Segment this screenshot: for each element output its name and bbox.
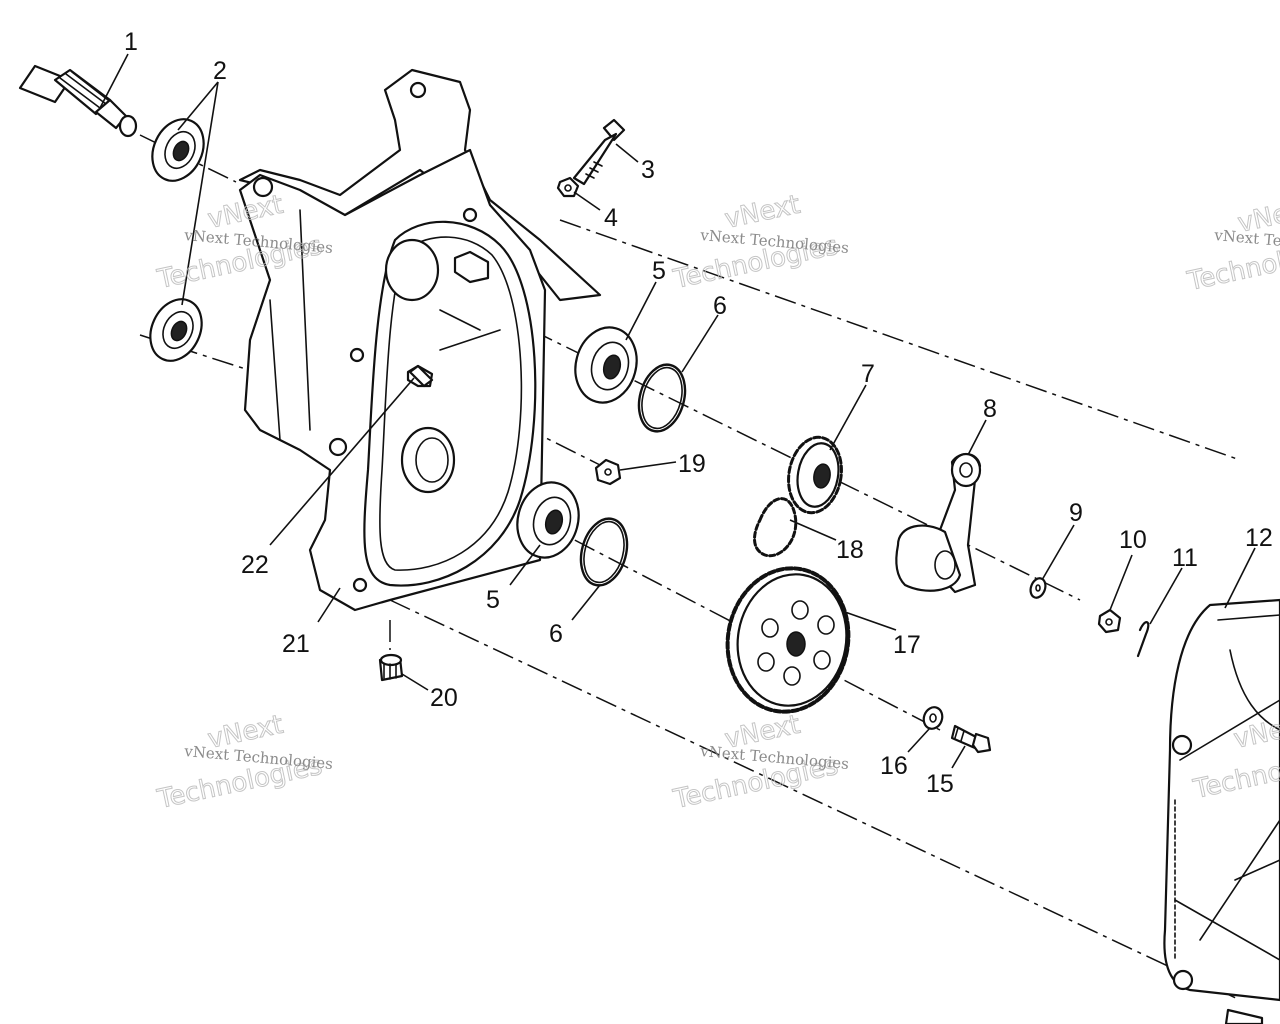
callout-8: 8 (983, 395, 997, 423)
part-3-bolt (572, 118, 626, 186)
callout-19: 19 (678, 450, 706, 478)
part-16-washer (922, 706, 944, 730)
callout-20: 20 (430, 684, 458, 712)
part-6-ring-upper (637, 363, 687, 433)
part-7-sprocket-small (787, 435, 843, 515)
part-12-cover (1163, 598, 1280, 1024)
watermark-bottom-center: vNext Technologies vNext Technologies (670, 709, 850, 815)
part-9-washer (1029, 577, 1047, 599)
callout-1: 1 (124, 28, 138, 56)
callout-2: 2 (213, 57, 227, 85)
callout-6-lower: 6 (549, 620, 563, 648)
callout-22: 22 (241, 551, 269, 579)
part-18-chain (753, 497, 798, 558)
part-11-pin (1136, 621, 1150, 658)
callout-15: 15 (926, 770, 954, 798)
callout-9: 9 (1069, 499, 1083, 527)
callout-17: 17 (893, 631, 921, 659)
part-5-bearing-lower (516, 481, 580, 559)
callout-3: 3 (641, 156, 655, 184)
watermark-top-right: vNext Technologies vNext Technologies (1184, 193, 1280, 297)
callout-5: 5 (652, 257, 666, 285)
part-19-nut (594, 458, 622, 486)
part-15-bolt (950, 724, 992, 754)
part-2-seal-lower (149, 298, 203, 362)
part-21-chaincase-housing (238, 68, 602, 612)
callout-5-lower: 5 (486, 586, 500, 614)
callout-12: 12 (1245, 524, 1273, 552)
callout-6: 6 (713, 292, 727, 320)
part-22-stud (408, 364, 434, 388)
leader-lines (99, 53, 1256, 769)
callout-21: 21 (282, 630, 310, 658)
callout-18: 18 (836, 536, 864, 564)
part-6-ring-lower (579, 517, 629, 587)
part-4-nut (556, 176, 580, 198)
part-17-sprocket-large (725, 566, 851, 714)
part-8-tensioner (895, 452, 982, 594)
part-10-nut (1097, 608, 1122, 634)
part-20-plug (378, 653, 404, 682)
callout-4: 4 (604, 204, 618, 232)
callouts: 1 2 3 4 5 6 7 8 9 10 11 12 5 6 15 16 17 … (124, 28, 1273, 798)
callout-11: 11 (1172, 544, 1198, 572)
callout-7: 7 (861, 360, 875, 388)
watermark-bottom-left: vNext Technologies vNext Technologies (154, 709, 334, 815)
callout-10: 10 (1119, 526, 1147, 554)
part-1-shaft (18, 64, 138, 138)
callout-16: 16 (880, 752, 908, 780)
part-5-bearing-upper (574, 326, 638, 404)
watermark-top-center: vNext Technologies vNext Technologies (670, 189, 850, 295)
part-2-seal-upper (151, 118, 205, 182)
